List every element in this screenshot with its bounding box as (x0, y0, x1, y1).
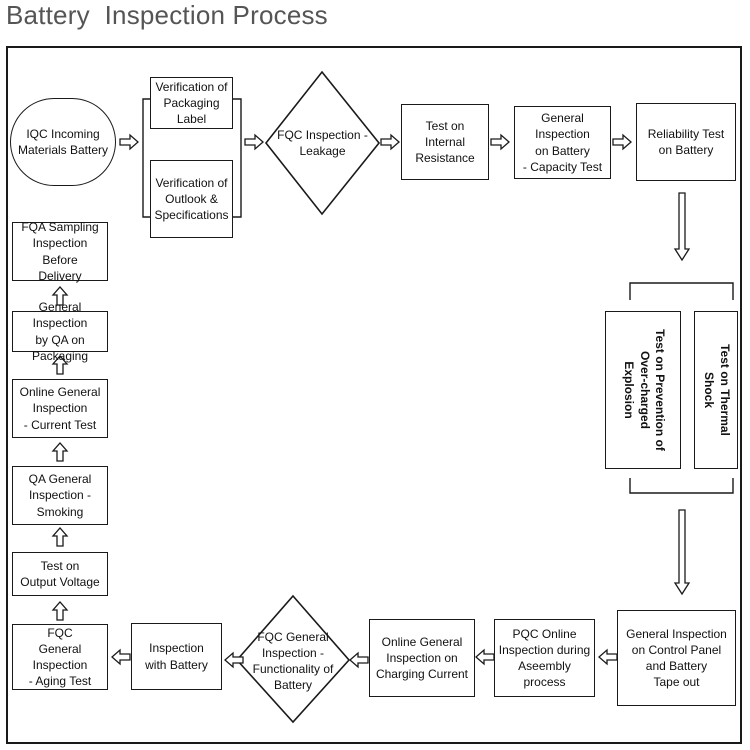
node-output-voltage: Test on Output Voltage (12, 552, 108, 596)
arrow-aging-to-voltage (52, 601, 68, 621)
node-fqc-functionality: FQC General Inspection - Functionality o… (252, 629, 334, 693)
arrow-resistance-to-capacity (490, 134, 510, 150)
node-reliability-test: Reliability Test on Battery (636, 103, 736, 181)
node-aging-test: FQC General Inspection - Aging Test (12, 624, 108, 690)
decision-diamond-leakage (264, 70, 381, 216)
bracket-right-verification (233, 98, 242, 218)
node-internal-resistance: Test on Internal Resistance (401, 104, 489, 180)
node-thermal-shock: Test on Thermal Shock (702, 344, 732, 436)
node-verification-packaging-label: Verification of Packaging Label (150, 77, 233, 129)
arrow-iqc-to-verification (119, 134, 139, 150)
node-online-current-test: Online General Inspection - Current Test (12, 379, 108, 438)
node-pqc-online: PQC Online Inspection during Aseembly pr… (494, 619, 595, 697)
arrow-reliability-to-tests (673, 192, 691, 262)
arrow-with-battery-to-aging (111, 649, 131, 665)
node-control-panel-tape-out: General Inspection on Control Panel and … (617, 610, 736, 706)
node-thermal-box (694, 311, 738, 469)
node-fqc-leakage: FQC Inspection - Leakage (277, 127, 368, 158)
node-iqc-incoming: IQC Incoming Materials Battery (10, 98, 116, 186)
page-title: Battery Inspection Process (6, 0, 328, 30)
arrow-capacity-to-reliability (612, 134, 632, 150)
node-qa-packaging: General Inspection by QA on Packaging (12, 300, 108, 363)
node-inspection-with-battery: Inspection with Battery (131, 623, 222, 690)
node-fqa-sampling: FQA Sampling Inspection Before Delivery (12, 220, 108, 283)
bracket-bottom-reliability (629, 478, 734, 494)
arrow-verification-to-leakage (244, 134, 264, 150)
node-qa-smoking: QA General Inspection - Smoking (12, 466, 108, 525)
arrow-voltage-to-smoking (52, 527, 68, 547)
node-capacity-test: General Inspection on Battery - Capacity… (514, 106, 611, 179)
arrow-tests-to-control-panel (673, 509, 691, 596)
arrow-charging-to-functionality (349, 652, 369, 668)
decision-diamond-functionality (235, 594, 351, 724)
diagram-frame (6, 46, 742, 744)
arrow-pqc-to-charging (475, 649, 495, 665)
node-charging-current: Online General Inspection on Charging Cu… (369, 619, 475, 697)
node-overcharge-box (605, 311, 681, 469)
arrow-control-to-pqc (598, 649, 618, 665)
node-overcharge-explosion: Test on Prevention of Over-charged Explo… (622, 329, 668, 451)
bracket-left-verification (142, 98, 150, 218)
bracket-top-reliability (629, 282, 734, 300)
arrow-leakage-to-resistance (380, 134, 400, 150)
node-verification-outlook: Verification of Outlook & Specifications (150, 160, 233, 238)
arrow-smoking-to-current (52, 442, 68, 462)
